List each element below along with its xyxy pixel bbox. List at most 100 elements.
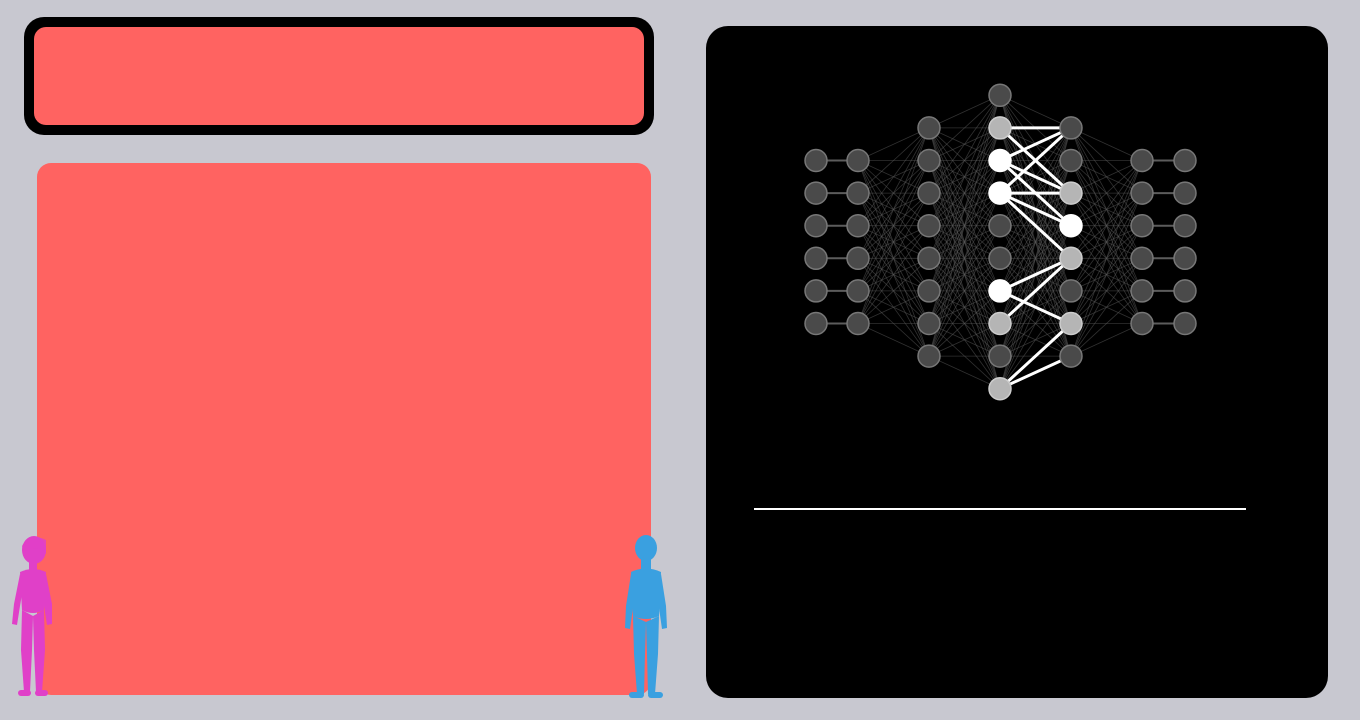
- title-bar: [34, 27, 644, 125]
- network-node: [988, 116, 1012, 140]
- connection-line: [857, 323, 930, 357]
- connection-line: [1070, 160, 1143, 226]
- highlighted-connection: [998, 322, 1073, 390]
- connection-line: [857, 127, 930, 259]
- highlighted-connection: [999, 126, 1072, 162]
- highlighted-connection: [999, 289, 1072, 325]
- connection-line: [928, 127, 1001, 357]
- highlighted-connection: [999, 191, 1072, 228]
- network-node: [1130, 311, 1154, 336]
- network-node: [846, 279, 870, 303]
- connection-line: [857, 127, 930, 161]
- network-node: [1130, 279, 1154, 303]
- connection-line: [928, 94, 1001, 129]
- network-node: [1173, 246, 1197, 271]
- connection-line: [857, 192, 930, 324]
- network-node: [804, 279, 828, 303]
- network-node: [1173, 311, 1197, 336]
- connection-line: [999, 127, 1072, 357]
- female-avatar-icon: [12, 536, 52, 696]
- network-node: [917, 246, 941, 271]
- network-node: [988, 376, 1012, 401]
- network-node: [1130, 148, 1154, 173]
- connection-line: [1070, 258, 1143, 357]
- network-node: [804, 181, 828, 205]
- highlighted-connection: [999, 159, 1072, 195]
- network-node: [917, 116, 941, 140]
- connection-line: [928, 95, 1001, 259]
- highlighted-connection: [998, 191, 1073, 260]
- connection-line: [1070, 290, 1143, 357]
- network-node: [988, 181, 1012, 205]
- network-node: [1173, 279, 1197, 303]
- connection-line: [1070, 323, 1143, 357]
- connection-line: [999, 94, 1072, 129]
- network-node: [804, 148, 828, 173]
- network-node: [1059, 344, 1083, 368]
- connection-line: [1070, 160, 1143, 292]
- network-node: [988, 344, 1012, 368]
- connection-line: [928, 95, 1001, 292]
- highlighted-connection: [999, 354, 1072, 391]
- network-node: [1173, 181, 1197, 205]
- connection-line: [857, 290, 930, 324]
- connection-line: [928, 225, 1001, 357]
- network-node: [1173, 213, 1197, 238]
- connection-line: [928, 95, 1001, 357]
- network-node: [917, 344, 941, 368]
- network-node: [917, 213, 941, 238]
- connection-line: [928, 95, 1001, 194]
- network-node: [988, 83, 1012, 108]
- connection-line: [857, 225, 930, 324]
- network-node: [1130, 213, 1154, 238]
- network-node: [917, 148, 941, 173]
- connection-line: [999, 127, 1072, 389]
- network-node: [1059, 279, 1083, 303]
- main-content-panel: [37, 163, 651, 695]
- network-node: [988, 246, 1012, 271]
- highlighted-connection: [998, 257, 1073, 325]
- connection-line: [857, 160, 930, 324]
- network-node: [988, 279, 1012, 303]
- network-node: [804, 311, 828, 336]
- connection-line: [999, 290, 1072, 389]
- connection-line: [928, 95, 1001, 324]
- connection-line: [1070, 192, 1143, 357]
- network-node: [1059, 181, 1083, 205]
- connection-line: [857, 127, 930, 194]
- network-node: [988, 311, 1012, 336]
- network-node: [1130, 181, 1154, 205]
- connection-line: [928, 355, 1001, 390]
- connection-line: [928, 95, 1001, 161]
- title-frame: [24, 17, 654, 135]
- connection-line: [928, 95, 1001, 226]
- highlighted-connection: [999, 256, 1072, 293]
- connection-line: [928, 258, 1001, 357]
- connection-line: [857, 127, 930, 292]
- network-node: [804, 246, 828, 271]
- connection-line: [1070, 160, 1143, 324]
- connection-line: [928, 290, 1001, 357]
- network-node: [804, 213, 828, 238]
- network-node: [846, 311, 870, 336]
- network-node: [1059, 311, 1083, 336]
- network-node: [846, 213, 870, 238]
- network-node: [988, 213, 1012, 238]
- connection-line: [1070, 160, 1143, 259]
- connection-line: [857, 127, 930, 226]
- network-node: [1130, 246, 1154, 271]
- network-node: [917, 279, 941, 303]
- visualization-panel: [706, 26, 1328, 698]
- network-node: [1059, 148, 1083, 173]
- neural-network-area: [754, 26, 1246, 510]
- connection-line: [1070, 225, 1143, 357]
- network-node: [846, 148, 870, 173]
- network-node: [1059, 116, 1083, 140]
- network-node: [846, 246, 870, 271]
- network-node: [1059, 213, 1083, 238]
- network-node: [917, 311, 941, 336]
- connection-line: [1070, 127, 1143, 161]
- network-node: [1173, 148, 1197, 173]
- connection-line: [999, 258, 1072, 389]
- connection-line: [1070, 160, 1143, 357]
